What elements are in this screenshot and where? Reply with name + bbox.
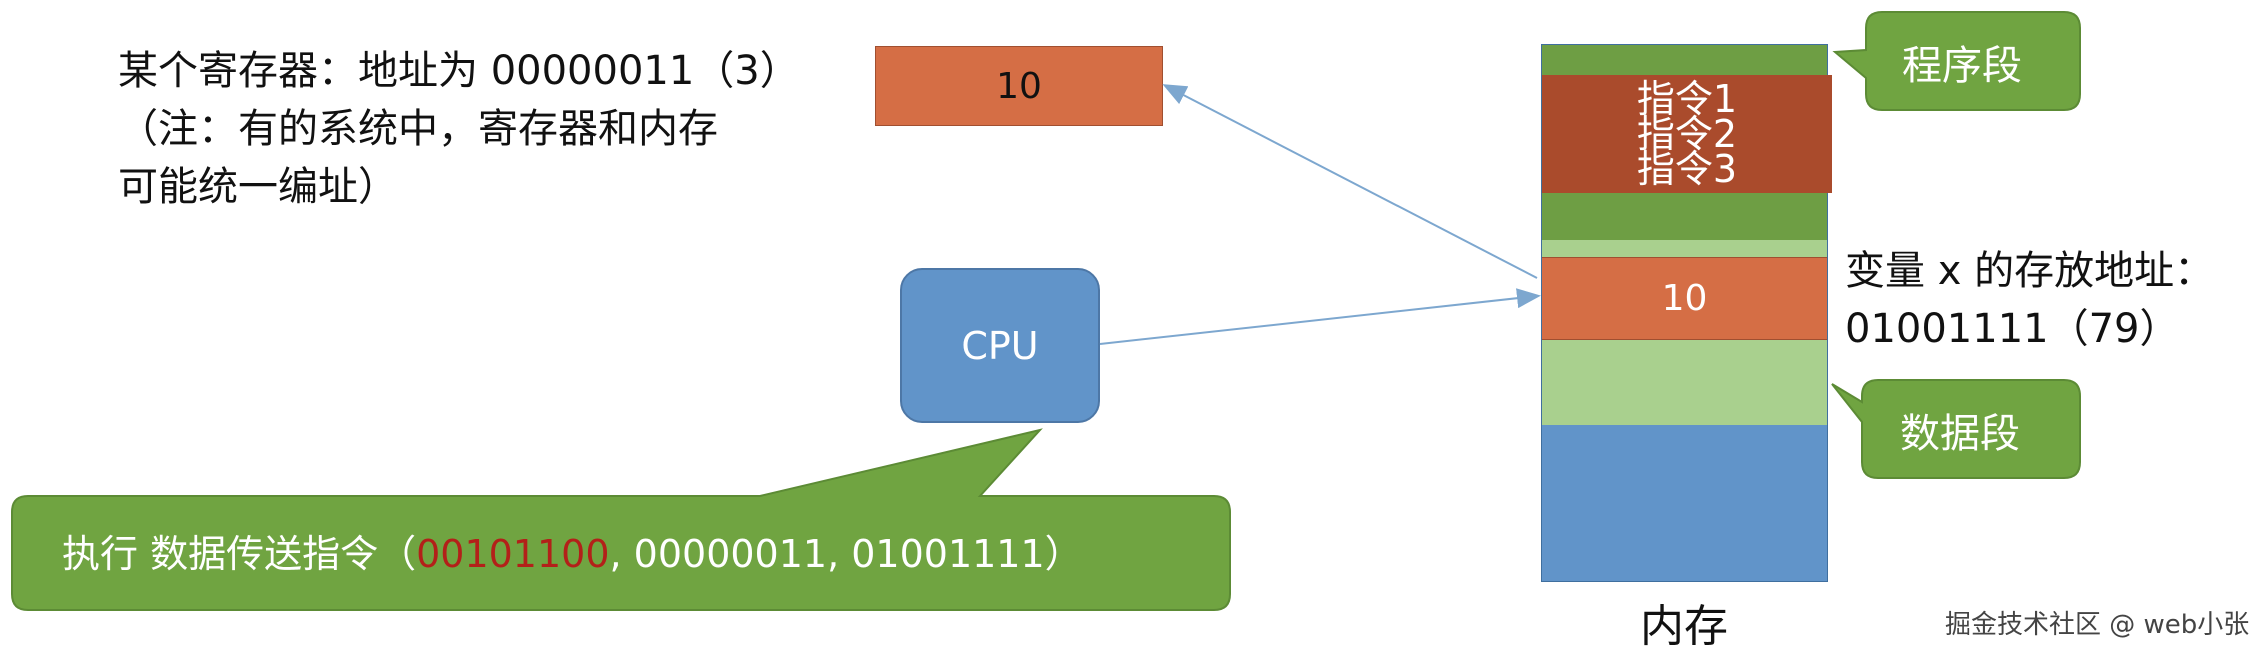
instruction-3: 指令3: [1636, 146, 1738, 191]
callout-data-label: 数据段: [1900, 411, 2020, 457]
variable-value: 10: [1661, 278, 1708, 319]
free-memory: [1542, 425, 1827, 581]
execute-operands: , 00000011, 01001111）: [609, 532, 1083, 576]
memory-column: 指令1 指令2 指令3 10: [1541, 44, 1832, 582]
variable-address-line-2: 01001111（79）: [1845, 306, 2180, 352]
variable-cell: 10: [1542, 257, 1827, 340]
instruction-block: 指令1 指令2 指令3: [1542, 75, 1832, 193]
instruction-2: 指令2: [1636, 111, 1738, 156]
callout-data-shape: [1831, 379, 2081, 479]
callout-program-shape: [1832, 11, 2081, 111]
cpu-box: CPU: [900, 268, 1100, 423]
watermark: 掘金技术社区 @ web小张: [1945, 610, 2250, 640]
callout-execute-shape: [11, 428, 1231, 611]
execute-prefix: 执行 数据传送指令（: [62, 532, 417, 576]
cpu-label: CPU: [961, 323, 1039, 368]
instruction-1: 指令1: [1636, 76, 1738, 121]
arrow-memory-to-register: [1162, 84, 1538, 279]
variable-address: 变量 x 的存放地址： 01001111（79）: [1845, 242, 2214, 358]
callout-program-label: 程序段: [1902, 43, 2022, 89]
variable-address-line-1: 变量 x 的存放地址：: [1845, 248, 2215, 294]
register-description-line-1: 某个寄存器：地址为 00000011（3）: [118, 48, 800, 94]
memory-label: 内存: [1640, 601, 1728, 652]
register-description-line-2: （注：有的系统中，寄存器和内存: [118, 106, 718, 152]
register-value: 10: [996, 65, 1042, 107]
arrow-cpu-to-memory: [1099, 288, 1541, 345]
execute-opcode: 00101100: [416, 532, 610, 576]
callout-execute-label: 执行 数据传送指令（00101100, 00000011, 01001111）: [62, 523, 1083, 578]
register-description: 某个寄存器：地址为 00000011（3） （注：有的系统中，寄存器和内存 可能…: [118, 42, 800, 216]
register-description-line-3: 可能统一编址）: [118, 164, 398, 210]
